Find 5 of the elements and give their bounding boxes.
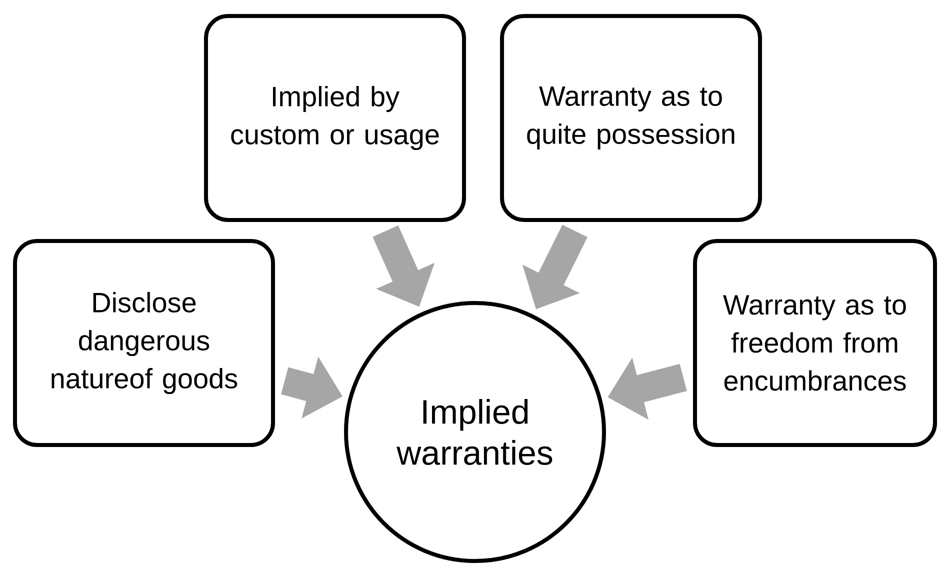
text-box: Implied by custom or usage [204,14,466,222]
text-box: Warranty as to freedom from encumbrances [693,239,937,447]
text-box: Disclose dangerous natureof goods [13,239,275,447]
circle-node: Implied warranties [344,301,606,563]
text-box: Warranty as to quite possession [500,14,762,222]
